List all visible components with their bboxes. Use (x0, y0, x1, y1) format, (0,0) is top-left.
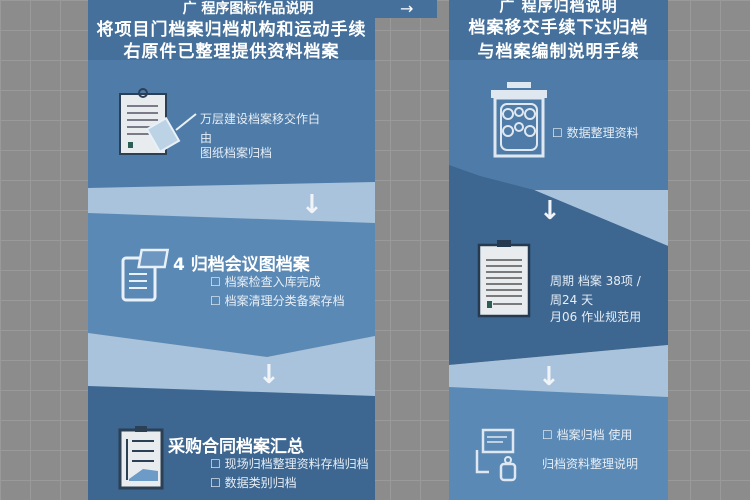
right-top-strip-text: 广 程序归档说明 (499, 0, 618, 15)
right-step2-line3: 月06 作业规范用 (550, 310, 642, 324)
right-step2-line1: 周期 档案 38项 / (550, 274, 641, 288)
left-step1-line2: 由 (200, 131, 213, 145)
left-step2-heading: 4 归档会议图档案 (173, 255, 310, 275)
left-title-line2: 右原件已整理提供资料档案 (123, 42, 340, 62)
left-step3-item2: ☐ 数据类别归档 (210, 476, 297, 490)
arrow-down-icon: ↓ (301, 190, 323, 220)
arrow-down-icon: ↓ (538, 362, 560, 392)
left-step2-item2: ☐ 档案清理分类备案存档 (210, 294, 345, 308)
top-strip: 广 程序图标作品说明 → (88, 0, 437, 18)
top-strip-text: 广 程序图标作品说明 (182, 1, 314, 17)
documents-icon (121, 248, 170, 302)
right-step3-line2: 归档资料整理说明 (542, 457, 639, 471)
left-flow-column: 将项目门档案归档机构和运动手续 右原件已整理提供资料档案 万层建设档案移交作白 … (88, 0, 375, 500)
clipboard-checklist-icon (477, 240, 531, 318)
right-step2-line2: 周24 天 (550, 293, 594, 307)
left-step1-line3: 图纸档案归档 (200, 146, 273, 160)
arrow-right-icon: → (400, 0, 414, 18)
right-step3-line1: ☐ 档案归档 使用 (542, 428, 633, 442)
container-icon (491, 82, 547, 158)
right-title-line2: 与档案编制说明手续 (477, 42, 640, 62)
clipboard-document-icon (119, 88, 197, 155)
right-step1-line1: ☐ 数据整理资料 (552, 126, 639, 140)
computer-user-icon (475, 428, 517, 482)
report-document-icon (118, 426, 164, 490)
left-title-line1: 将项目门档案归档机构和运动手续 (96, 20, 367, 40)
left-step3-item1: ☐ 现场归档整理资料存档归档 (210, 457, 369, 471)
left-step1-line1: 万层建设档案移交作白 (200, 112, 321, 126)
right-flow-column: 广 程序归档说明 档案移交手续下达归档 与档案编制说明手续 ☐ 数据整理资料 ↓… (449, 0, 668, 500)
left-step3-heading: 采购合同档案汇总 (168, 437, 304, 457)
left-step2-item1: ☐ 档案检查入库完成 (210, 275, 321, 289)
arrow-down-icon: ↓ (258, 360, 280, 390)
right-title-line1: 档案移交手续下达归档 (468, 18, 649, 38)
arrow-down-icon: ↓ (539, 196, 561, 226)
